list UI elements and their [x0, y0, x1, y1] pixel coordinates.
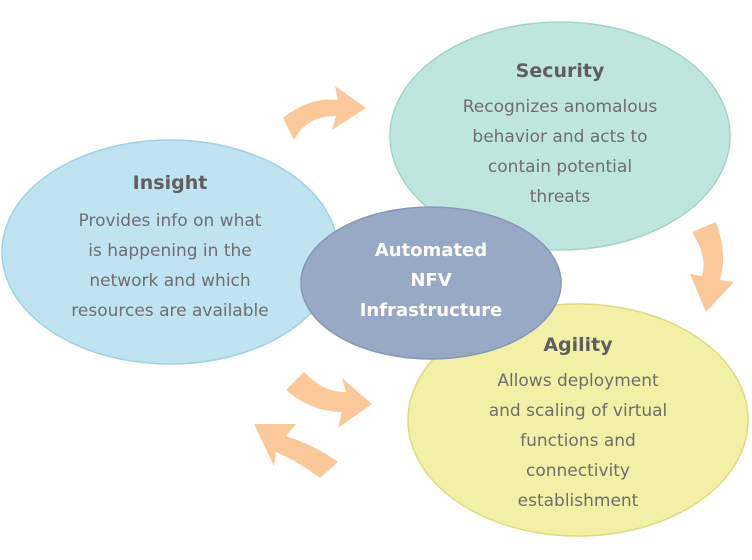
arrow-to-agility-icon — [286, 372, 372, 428]
agility-title: Agility — [543, 334, 613, 356]
agility-description: Allows deployment and scaling of virtual… — [440, 366, 716, 516]
center-circle — [300, 206, 562, 360]
center-node: Automated NFV Infrastructure — [331, 236, 531, 326]
agility-line: connectivity — [525, 461, 630, 481]
agility-line: functions and — [520, 431, 636, 451]
security-node: Security Recognizes anomalous behavior a… — [420, 60, 700, 212]
security-description: Recognizes anomalous behavior and acts t… — [420, 92, 700, 212]
center-line: Infrastructure — [359, 300, 503, 321]
insight-line: resources are available — [71, 301, 269, 321]
agility-circle — [407, 303, 749, 537]
security-line: contain potential — [487, 157, 633, 177]
security-line: Recognizes anomalous — [462, 97, 658, 117]
agility-line: establishment — [517, 491, 639, 511]
arrow-to-insight-icon — [254, 424, 338, 478]
center-line: NFV — [410, 270, 452, 291]
insight-line: is happening in the — [88, 241, 252, 261]
agility-line: and scaling of virtual — [488, 401, 668, 421]
security-line: behavior and acts to — [472, 127, 648, 147]
security-line: threats — [529, 187, 591, 207]
agility-node: Agility Allows deployment and scaling of… — [440, 334, 716, 516]
insight-line: Provides info on what — [78, 211, 262, 231]
security-circle — [389, 21, 731, 251]
center-line: Automated — [374, 240, 488, 261]
insight-description: Provides info on what is happening in th… — [30, 206, 310, 326]
insight-node: Insight Provides info on what is happeni… — [30, 172, 310, 326]
security-title: Security — [515, 60, 605, 82]
arrow-insight-to-security-icon — [283, 86, 366, 140]
agility-line: Allows deployment — [497, 371, 659, 391]
arrow-security-to-agility-icon — [690, 222, 734, 312]
insight-line: network and which — [89, 271, 251, 291]
insight-title: Insight — [132, 172, 208, 194]
